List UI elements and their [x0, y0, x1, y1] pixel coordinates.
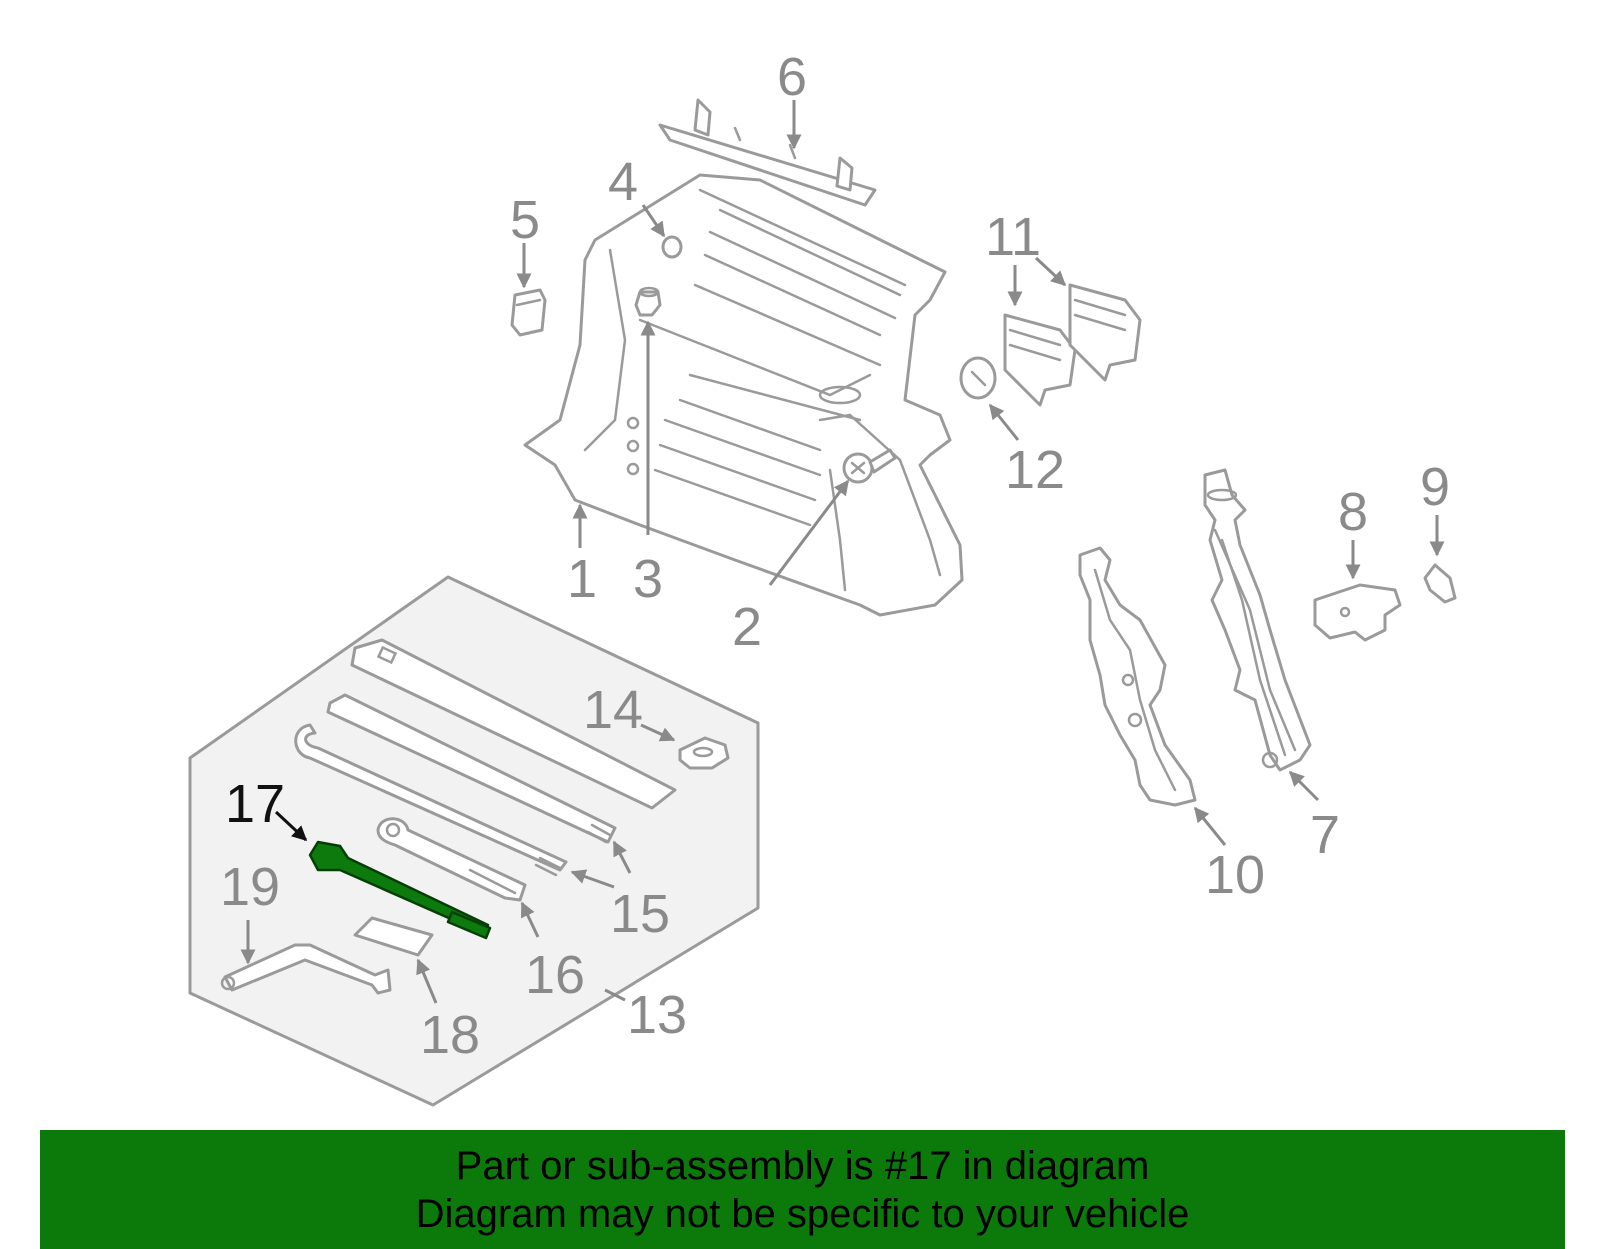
screw-part	[842, 448, 897, 484]
callout-2: 2	[732, 597, 762, 657]
plug-part	[661, 235, 683, 259]
grommet-part	[634, 286, 662, 317]
callout-18: 18	[420, 1005, 480, 1065]
callout-6: 6	[777, 47, 807, 107]
callout-15: 15	[610, 884, 670, 944]
plate-part	[1313, 583, 1402, 642]
banner-part-line: Part or sub-assembly is #17 in diagram	[455, 1144, 1150, 1188]
lug-wrench-part	[220, 943, 392, 995]
callout-19: 19	[220, 857, 280, 917]
callout-17[interactable]: 17	[225, 774, 285, 834]
callout-labels: 1 2 3 4 5 6 7 8 9 10 11 12 13 14 15 16 1…	[220, 47, 1450, 1065]
socket-extension-part-highlighted[interactable]	[308, 840, 492, 940]
clip-part	[510, 288, 547, 337]
tool-bag-part	[350, 638, 677, 810]
callout-4: 4	[608, 152, 638, 212]
callout-10: 10	[1205, 845, 1265, 905]
banner-disclaimer-line: Diagram may not be specific to your vehi…	[415, 1192, 1190, 1236]
callout-8: 8	[1338, 482, 1368, 542]
info-banner: Part or sub-assembly is #17 in diagram D…	[40, 1130, 1565, 1249]
callout-5: 5	[510, 190, 540, 250]
callout-16: 16	[525, 945, 585, 1005]
wing-nut-part	[1423, 563, 1457, 604]
cap-part	[959, 356, 997, 400]
hook-rod-part	[294, 723, 568, 877]
callout-12: 12	[1005, 440, 1065, 500]
ratchet-wrench-part	[376, 817, 527, 902]
leader-lines	[240, 100, 1445, 1004]
callout-13: 13	[627, 985, 687, 1045]
jack-part	[1203, 468, 1312, 772]
extension-bar-part	[326, 693, 617, 844]
callout-3: 3	[633, 549, 663, 609]
callout-9: 9	[1420, 457, 1450, 517]
tray-panel-part	[523, 173, 964, 617]
callout-11: 11	[985, 207, 1041, 267]
jack-bracket-part	[1078, 546, 1197, 807]
gasket-part	[678, 736, 730, 770]
label-card-part	[353, 916, 434, 957]
callout-14: 14	[583, 680, 643, 740]
callout-7: 7	[1310, 805, 1340, 865]
bracket-part	[1003, 283, 1142, 407]
callout-1: 1	[567, 549, 597, 609]
